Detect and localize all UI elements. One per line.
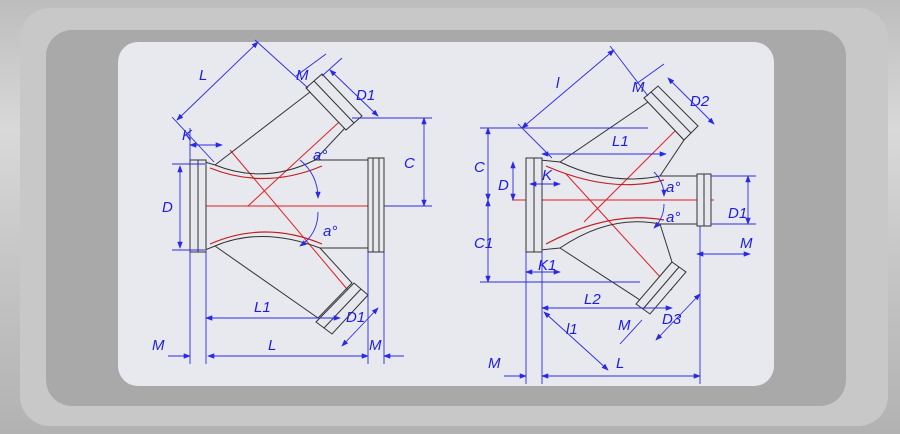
- left-dim-l-ext2: [254, 39, 309, 89]
- right-label-m-bottom: M: [488, 355, 501, 372]
- left-label-d1-bottom: D1: [346, 309, 365, 326]
- right-diagonal-centerline-1: [583, 117, 689, 223]
- left-dim-l-line: [176, 41, 259, 121]
- right-label-m-low: M: [618, 317, 631, 334]
- right-label-m-right: M: [740, 235, 753, 252]
- left-dim-d1-line: [329, 69, 379, 117]
- left-diagonal-centerline-2: [229, 149, 353, 296]
- right-label-a-top: a°: [666, 179, 680, 196]
- right-label-k1: K1: [538, 257, 556, 274]
- right-angle-arc-top: [653, 171, 667, 197]
- left-drawing: L M D1 K a° C D a° L1 D1 M L M: [152, 39, 432, 364]
- right-label-d3: D3: [662, 311, 682, 328]
- right-label-k: K: [542, 167, 553, 184]
- right-label-l-bottom: L: [616, 355, 624, 372]
- left-label-m-left: M: [152, 337, 165, 354]
- right-label-l: l: [556, 75, 560, 92]
- left-label-l: L: [268, 337, 276, 354]
- left-label-a-top: a°: [313, 147, 327, 164]
- left-label-m-top: M: [296, 67, 309, 84]
- left-angle-arc-top: [299, 159, 321, 199]
- right-lower-collar-ring: [642, 266, 680, 310]
- right-inner-contour-bottom: [545, 217, 665, 245]
- right-dim-m-top-line: [635, 63, 665, 85]
- left-lower-branch: [214, 245, 353, 319]
- left-label-m-right: M: [369, 337, 382, 354]
- right-label-c: C: [474, 159, 485, 176]
- right-angle-arc-bottom: [653, 203, 665, 229]
- right-dim-l-ext2: [609, 45, 649, 97]
- right-dim-l1-low-line: [543, 311, 609, 371]
- left-label-d: D: [162, 199, 173, 216]
- right-dim-l-line: [521, 49, 615, 129]
- left-label-a-bottom: a°: [323, 223, 337, 240]
- right-label-a-bottom: a°: [666, 209, 680, 226]
- right-label-c1: C1: [474, 235, 493, 252]
- right-dim-d3-line: [655, 293, 701, 341]
- right-dim-d2-line: [667, 77, 715, 125]
- right-label-l1-low: l1: [566, 321, 578, 338]
- right-inner-contour-top: [545, 165, 665, 186]
- right-label-l1: L1: [612, 133, 629, 150]
- left-dim-m-top-line: [295, 53, 327, 77]
- right-label-l2: L2: [584, 291, 601, 308]
- left-dim-l-ext1: [171, 116, 215, 163]
- right-label-m-top: M: [632, 79, 645, 96]
- left-label-l: L: [199, 67, 207, 84]
- left-label-k: K: [182, 127, 193, 144]
- right-diagonal-centerline-2: [565, 173, 673, 291]
- left-dim-d1-bottom-line: [341, 307, 379, 347]
- right-label-d1: D1: [728, 205, 747, 222]
- left-angle-arc-bottom: [299, 211, 319, 247]
- left-outlet-collar: [367, 157, 385, 253]
- left-label-d1: D1: [356, 87, 375, 104]
- right-dim-m-low-line: [619, 319, 643, 345]
- left-label-c: C: [404, 155, 415, 172]
- right-drawing: l M D2 L1 C D K a° a° D1 M C1 K1 L2 l1 M…: [474, 45, 756, 384]
- left-inner-contour-bottom: [209, 231, 323, 245]
- left-label-l1: L1: [254, 299, 271, 316]
- left-diagonal-centerline-1: [247, 111, 351, 207]
- left-dim-d1-ext: [321, 57, 343, 77]
- right-label-d2: D2: [690, 93, 710, 110]
- right-label-d: D: [498, 177, 509, 194]
